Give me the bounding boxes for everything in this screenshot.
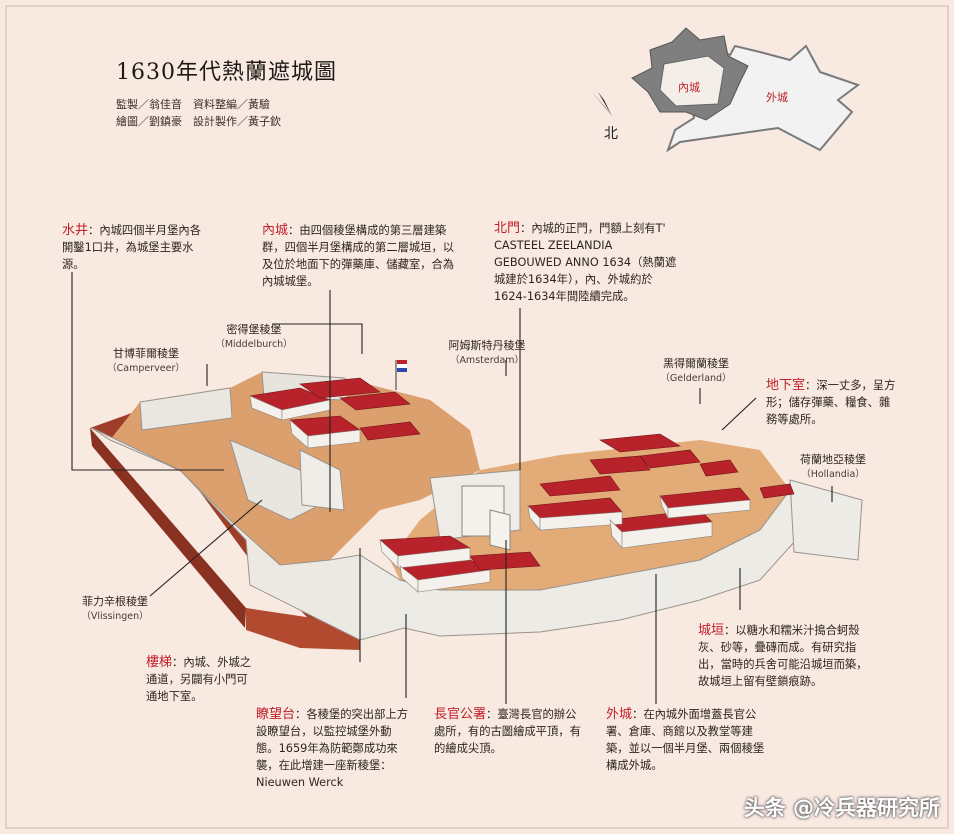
label-vlissingen: 菲力辛根稜堡 （Vlissingen） xyxy=(60,594,170,624)
bastion-name: 阿姆斯特丹稜堡 xyxy=(448,339,526,352)
note-heading: 地下室 xyxy=(766,378,806,393)
note-heading: 瞭望台 xyxy=(256,707,296,722)
credit-line: 繪圖／劉鎮豪 設計製作／黃子欽 xyxy=(116,115,281,128)
note-north-gate: 北門：內城的正門，門額上刻有T' CASTEEL ZEELANDIA GEBOU… xyxy=(494,220,680,305)
bastion-name: 荷蘭地亞稜堡 xyxy=(800,453,866,466)
note-governor-office: 長官公署：臺灣長官的辦公處所，有的古圖繪成平頂，有的繪成尖頂。 xyxy=(434,706,584,757)
note-heading: 北門 xyxy=(494,221,521,236)
note-heading: 長官公署 xyxy=(434,707,487,722)
bastion-name-latin: （Camperveer） xyxy=(107,363,185,374)
north-label: 北 xyxy=(604,126,618,142)
note-body: ：內城的正門，門額上刻有T' CASTEEL ZEELANDIA GEBOUWE… xyxy=(494,222,677,303)
note-basement: 地下室：深一丈多，呈方形；儲存彈藥、糧食、雜務等處所。 xyxy=(766,377,896,428)
note-well: 水井：內城四個半月堡內各開鑿1口井，為城堡主要水源。 xyxy=(62,222,210,273)
dutch-flag-icon xyxy=(395,360,407,390)
minimap-inner-label: 內城 xyxy=(678,81,700,94)
note-heading: 內城 xyxy=(262,223,289,238)
watermark: 头条 @冷兵器研究所 xyxy=(743,796,940,820)
credits: 監製／翁佳音 資料整編／黃驗 繪圖／劉鎮豪 設計製作／黃子欽 xyxy=(116,96,281,130)
minimap-outer-label: 外城 xyxy=(766,91,788,104)
bastion-name-latin: （Gelderland） xyxy=(660,373,732,384)
note-body: ：深一丈多，呈方形；儲存彈藥、糧食、雜務等處所。 xyxy=(766,379,896,426)
minimap xyxy=(592,27,861,153)
note-body: ：以糖水和糯米汁搗合蚵殼灰、砂等，疊磚而成。有研究指出，當時的兵舍可能沿城垣而築… xyxy=(698,624,868,688)
note-body: ：內城四個半月堡內各開鑿1口井，為城堡主要水源。 xyxy=(62,224,201,271)
bastion-name-latin: （Hollandia） xyxy=(801,469,865,480)
bastion-name-latin: （Middelburch） xyxy=(215,339,293,350)
note-watchtower: 瞭望台：各稜堡的突出部上方設瞭望台，以監控城堡外動態。1659年為防範鄭成功來襲… xyxy=(256,706,410,791)
note-body: ：臺灣長官的辦公處所，有的古圖繪成平頂，有的繪成尖頂。 xyxy=(434,708,581,755)
governor-office xyxy=(461,485,505,537)
note-body: ：各稜堡的突出部上方設瞭望台，以監控城堡外動態。1659年為防範鄭成功來襲，在此… xyxy=(256,708,408,789)
label-hollandia: 荷蘭地亞稜堡 （Hollandia） xyxy=(778,452,888,482)
label-gelderland: 黑得爾蘭稜堡 （Gelderland） xyxy=(634,356,758,386)
bastion-name: 黑得爾蘭稜堡 xyxy=(663,357,729,370)
note-heading: 外城 xyxy=(606,707,633,722)
label-middelburch: 密得堡稜堡 （Middelburch） xyxy=(194,322,314,352)
leader-lines xyxy=(71,272,833,704)
note-heading: 水井 xyxy=(62,223,89,238)
note-heading: 樓梯 xyxy=(146,655,173,670)
note-body: ：由四個稜堡構成的第三層建築群，四個半月堡構成的第二層城垣，以及位於地面下的彈藥… xyxy=(262,224,455,288)
buildings xyxy=(248,377,795,593)
note-stairs: 樓梯：內城、外城之通道，另闢有小門可通地下室。 xyxy=(146,654,254,705)
north-arrow-icon xyxy=(598,92,612,116)
note-outer-fort: 外城：在內城外面增蓋長官公署、倉庫、商館以及教堂等建築，並以一個半月堡、兩個稜堡… xyxy=(606,706,770,774)
note-heading: 城垣 xyxy=(698,623,725,638)
note-body: ：在內城外面增蓋長官公署、倉庫、商館以及教堂等建築，並以一個半月堡、兩個稜堡構成… xyxy=(606,708,765,772)
credit-line: 監製／翁佳音 資料整編／黃驗 xyxy=(116,98,270,111)
bastion-name-latin: （Amsterdam） xyxy=(449,355,525,366)
bastion-name: 密得堡稜堡 xyxy=(226,323,282,336)
page-frame xyxy=(5,5,949,829)
note-inner-fort: 內城：由四個稜堡構成的第三層建築群，四個半月堡構成的第二層城垣，以及位於地面下的… xyxy=(262,222,458,290)
bastion-name: 菲力辛根稜堡 xyxy=(82,595,148,608)
label-camperveer: 甘博菲爾稜堡 （Camperveer） xyxy=(84,346,208,376)
bastion-name-latin: （Vlissingen） xyxy=(81,611,149,622)
inner-fort-wall xyxy=(91,427,361,641)
page-title: 1630年代熱蘭遮城圖 xyxy=(116,60,337,85)
note-wall: 城垣：以糖水和糯米汁搗合蚵殼灰、砂等，疊磚而成。有研究指出，當時的兵舍可能沿城垣… xyxy=(698,622,874,690)
note-body: ：內城、外城之通道，另闢有小門可通地下室。 xyxy=(146,656,252,703)
label-amsterdam: 阿姆斯特丹稜堡 （Amsterdam） xyxy=(422,338,552,368)
bastion-name: 甘博菲爾稜堡 xyxy=(113,347,179,360)
